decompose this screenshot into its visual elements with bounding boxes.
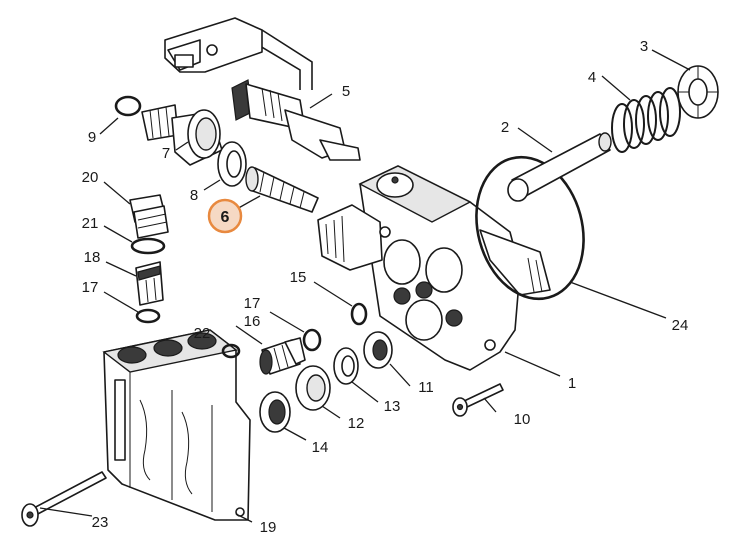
part-11-seal [363, 331, 393, 369]
label-part-21: 21 [82, 215, 99, 232]
part-22-o-ring [221, 343, 241, 359]
label-part-13: 13 [384, 398, 401, 415]
label-part-11: 11 [418, 379, 434, 396]
label-part-2: 2 [501, 119, 509, 136]
label-part-12: 12 [348, 415, 365, 432]
part-7-fitting [141, 104, 223, 166]
part-13-retainer [333, 347, 359, 385]
part-24-o-ring [475, 155, 585, 301]
label-part-5: 5 [342, 83, 350, 100]
label-part-7: 7 [162, 145, 170, 162]
label-part-23: 23 [92, 514, 109, 531]
part-17-o-ring-right [302, 328, 322, 352]
part-16-valve [259, 337, 306, 375]
label-part-19: 19 [260, 519, 277, 536]
label-part-22: 22 [194, 325, 211, 342]
label-part-8: 8 [190, 187, 198, 204]
part-19-valve-block [102, 329, 251, 521]
label-part-1: 1 [568, 375, 576, 392]
part-5-valve [231, 79, 361, 161]
label-part-16: 16 [244, 313, 261, 330]
part-20-plug [129, 194, 169, 239]
label-part-9: 9 [88, 129, 96, 146]
label-part-4: 4 [588, 69, 596, 86]
part-6-filter [245, 166, 319, 213]
part-15-o-ring [350, 302, 368, 326]
label-part-17-right: 17 [244, 295, 261, 312]
part-17-o-ring-left [135, 308, 161, 324]
part-3-retainer [677, 65, 719, 119]
label-part-17-left: 17 [82, 279, 99, 296]
part-9-o-ring [114, 95, 142, 117]
part-labels: 1 2 3 4 5 6 7 8 9 10 11 12 13 14 15 16 1… [82, 38, 689, 536]
part-18-valve [135, 261, 164, 306]
label-part-10: 10 [514, 411, 531, 428]
label-part-14: 14 [312, 439, 329, 456]
cord-connector [164, 17, 313, 90]
part-2-piston [507, 132, 612, 202]
part-14-seal [259, 391, 291, 433]
label-part-18: 18 [84, 249, 101, 266]
part-4-spring [611, 87, 681, 153]
part-6-highlight [207, 198, 243, 234]
part-21-o-ring [130, 237, 166, 255]
part-12-seal [295, 365, 331, 411]
part-10-bolt [452, 383, 504, 417]
label-part-20: 20 [82, 169, 99, 186]
part-8-washer [217, 141, 247, 187]
label-part-24: 24 [672, 317, 689, 334]
part-1-pump-head [317, 165, 551, 371]
label-part-3: 3 [640, 38, 648, 55]
label-part-6: 6 [221, 209, 230, 226]
label-part-15: 15 [290, 269, 307, 286]
leader-lines [39, 49, 691, 523]
part-23-bolt [21, 471, 107, 527]
